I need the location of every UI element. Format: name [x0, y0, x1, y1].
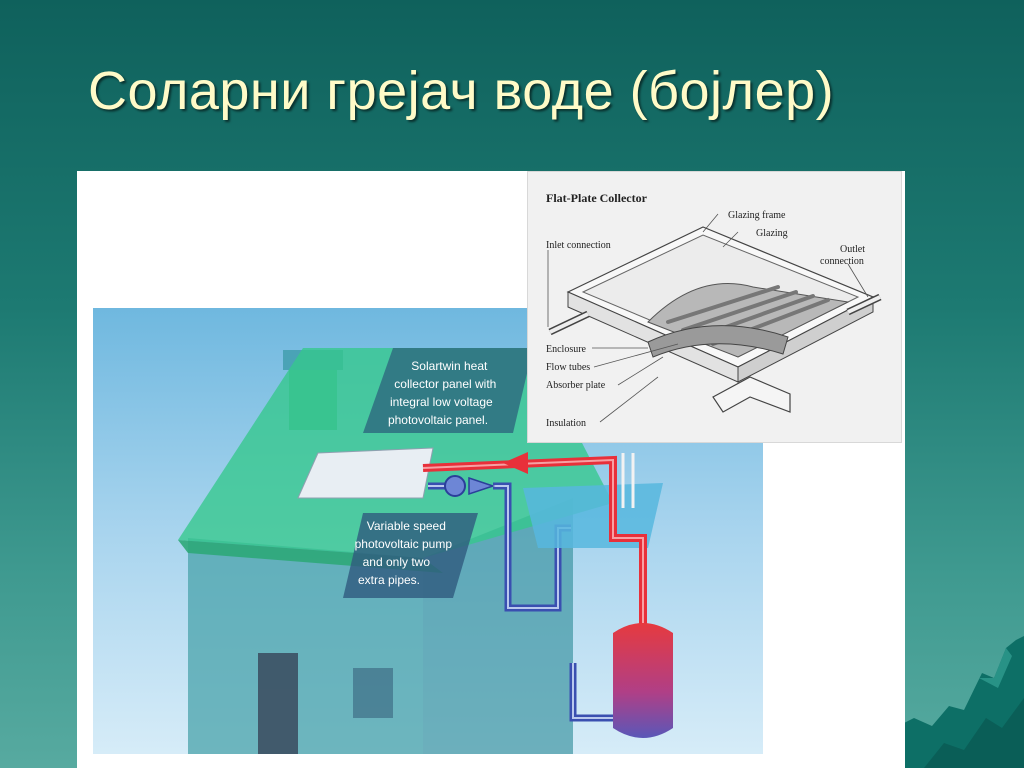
label-inlet-connection: Inlet connection — [546, 240, 611, 251]
collector-title: Flat-Plate Collector — [546, 191, 648, 205]
panel-caption-line: integral low voltage — [390, 395, 493, 409]
solar-heater-figure: Solartwin heat collector panel with inte… — [77, 171, 905, 768]
hot-water-cylinder — [613, 623, 673, 738]
label-insulation: Insulation — [546, 418, 586, 429]
leader-lines — [547, 213, 869, 423]
flow-arrow-hot-icon — [503, 452, 528, 474]
inlet-pipe-inner — [549, 312, 589, 334]
vent-pipe — [621, 453, 635, 508]
solar-panel — [297, 447, 434, 499]
label-outlet-connection-line1: Outlet — [840, 244, 865, 255]
outlet-pipe-inner — [847, 295, 881, 314]
frame-corner-detail — [712, 376, 791, 413]
door — [258, 653, 298, 754]
pump-caption: Variable speed photovoltaic pump and onl… — [355, 519, 456, 587]
pump-caption-line: extra pipes. — [358, 573, 420, 587]
label-absorber-plate: Absorber plate — [546, 380, 606, 391]
label-outlet-connection-line2: connection — [820, 256, 864, 267]
panel-caption-line: collector panel with — [394, 377, 496, 391]
insulation-layer — [647, 325, 789, 358]
decorative-mountains — [894, 636, 1024, 768]
panel-caption-line: Solartwin heat — [411, 359, 488, 373]
label-glazing: Glazing — [756, 228, 788, 239]
collector-right-side — [737, 296, 874, 383]
slide-title: Соларни грејач воде (бојлер) — [88, 61, 835, 121]
flow-arrow-cold-icon — [468, 476, 496, 496]
window — [353, 668, 393, 718]
cold-pipe-return-inner — [572, 663, 613, 719]
label-flow-tubes: Flow tubes — [546, 362, 590, 373]
pump-icon — [444, 475, 466, 497]
label-enclosure: Enclosure — [546, 344, 587, 355]
flat-plate-collector-diagram: Flat-Plate Collector — [527, 171, 902, 443]
panel-caption-line: photovoltaic panel. — [388, 413, 488, 427]
panel-caption-box — [363, 348, 533, 433]
pump-caption-line: Variable speed — [367, 519, 446, 533]
pump-caption-line: photovoltaic pump — [355, 537, 453, 551]
pump-caption-line: and only two — [363, 555, 431, 569]
pump-caption-box — [343, 513, 478, 598]
header-tank — [523, 483, 663, 548]
label-glazing-frame: Glazing frame — [728, 210, 786, 221]
hot-pipe-inner — [422, 458, 644, 638]
panel-caption: Solartwin heat collector panel with inte… — [388, 359, 500, 427]
